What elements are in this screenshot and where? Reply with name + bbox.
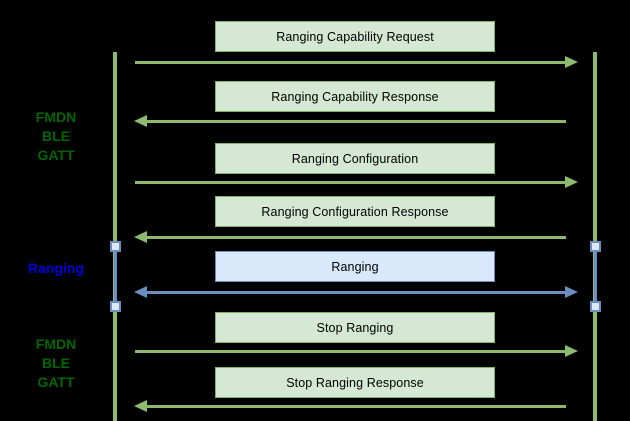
arrowhead-left-icon — [134, 231, 147, 243]
message-label: Ranging Configuration — [291, 151, 419, 166]
phase-label-fmdn-ble-gatt-bottom: FMDN BLE GATT — [0, 335, 112, 392]
arrow-line — [145, 119, 566, 123]
lifeline-right — [593, 52, 597, 421]
message-box-ranging: Ranging — [215, 251, 495, 282]
lifeline-left — [113, 52, 117, 421]
message-box-ranging-capability-request: Ranging Capability Request — [215, 21, 495, 52]
activation-marker-right-bottom — [590, 301, 601, 312]
arrow-ranging-capability-response — [134, 115, 566, 127]
activation-bar-right — [594, 250, 597, 303]
arrowhead-right-icon — [565, 56, 578, 68]
phase-label-ranging: Ranging — [0, 259, 112, 278]
arrowhead-right-icon — [565, 286, 578, 298]
message-box-ranging-capability-response: Ranging Capability Response — [215, 81, 495, 112]
message-label: Ranging — [331, 259, 379, 274]
message-label: Stop Ranging Response — [286, 375, 424, 390]
phase-label-line: GATT — [37, 147, 75, 163]
arrow-line — [135, 60, 567, 64]
arrowhead-left-icon — [134, 115, 147, 127]
message-label: Ranging Configuration Response — [261, 204, 449, 219]
arrowhead-left-icon — [134, 286, 147, 298]
arrow-line — [145, 404, 566, 408]
activation-marker-left-bottom — [110, 301, 121, 312]
message-label: Stop Ranging — [316, 320, 394, 335]
message-box-ranging-configuration-response: Ranging Configuration Response — [215, 196, 495, 227]
phase-label-line: BLE — [42, 128, 70, 144]
message-label: Ranging Capability Request — [276, 29, 434, 44]
activation-marker-left-top — [110, 241, 121, 252]
arrowhead-right-icon — [565, 345, 578, 357]
message-box-ranging-configuration: Ranging Configuration — [215, 143, 495, 174]
arrow-line — [135, 180, 567, 184]
arrow-line — [135, 349, 567, 353]
phase-label-fmdn-ble-gatt-top: FMDN BLE GATT — [0, 108, 112, 165]
arrowhead-left-icon — [134, 400, 147, 412]
arrow-ranging-capability-request — [135, 56, 578, 68]
arrow-stop-ranging-response — [134, 400, 566, 412]
phase-label-line: BLE — [42, 355, 70, 371]
arrow-line — [145, 290, 567, 294]
arrow-ranging-bidirectional — [134, 286, 578, 298]
arrow-ranging-configuration-response — [134, 231, 566, 243]
message-label: Ranging Capability Response — [271, 89, 439, 104]
phase-label-line: Ranging — [28, 260, 84, 276]
arrowhead-right-icon — [565, 176, 578, 188]
phase-label-line: GATT — [37, 374, 75, 390]
phase-label-line: FMDN — [35, 336, 77, 352]
activation-bar-left — [114, 250, 117, 303]
arrow-ranging-configuration — [135, 176, 578, 188]
activation-marker-right-top — [590, 241, 601, 252]
arrow-stop-ranging — [135, 345, 578, 357]
message-box-stop-ranging: Stop Ranging — [215, 312, 495, 343]
phase-label-line: FMDN — [35, 109, 77, 125]
arrow-line — [145, 235, 566, 239]
message-box-stop-ranging-response: Stop Ranging Response — [215, 367, 495, 398]
